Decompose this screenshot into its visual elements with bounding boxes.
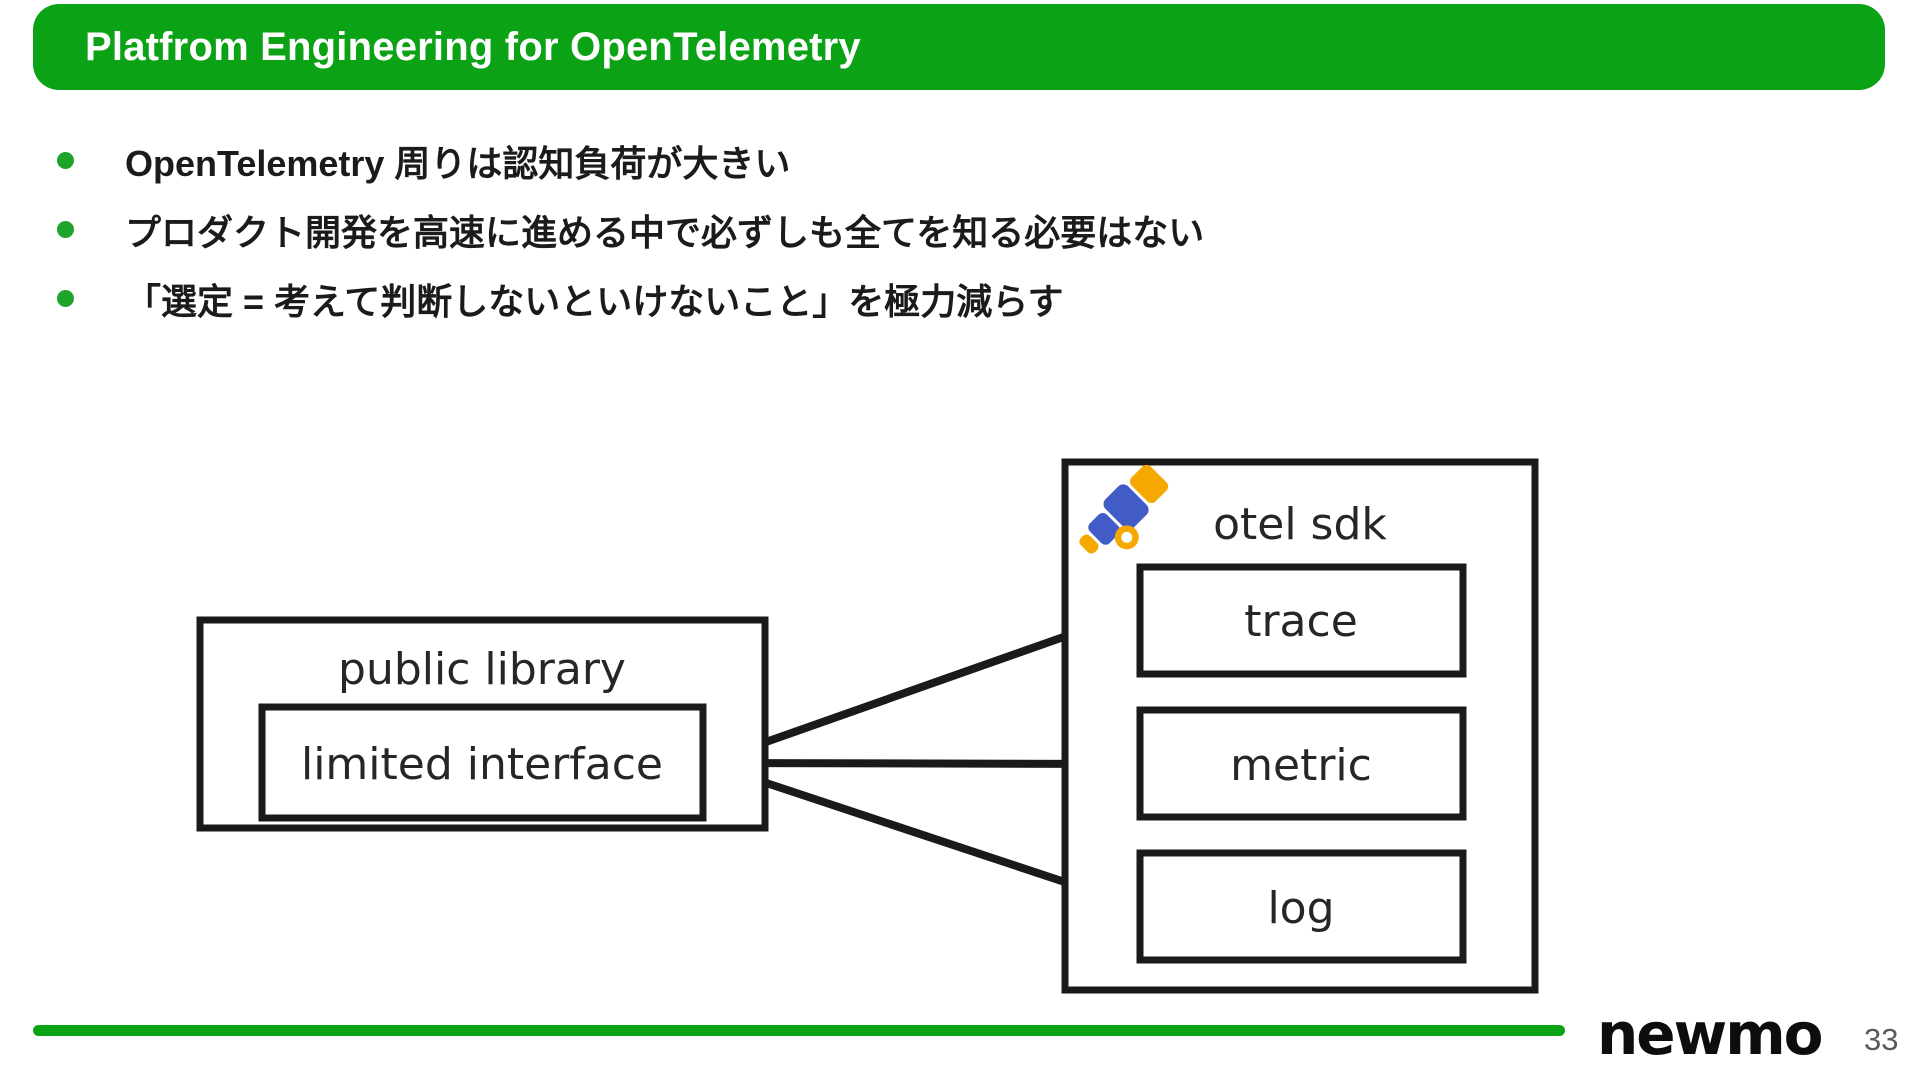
footer-accent-line: [33, 1025, 1565, 1036]
log-label: log: [1267, 883, 1334, 934]
log-box: [1136, 849, 1467, 964]
bullet-dot-icon: [57, 290, 74, 307]
bullet-item: OpenTelemetry 周りは認知負荷が大きい: [57, 126, 1557, 195]
public-library-label: public library: [338, 644, 626, 695]
slide-title: Platfrom Engineering for OpenTelemetry: [85, 24, 861, 69]
otel-sdk-label: otel sdk: [1213, 499, 1387, 550]
opentelemetry-logo-icon: [1079, 464, 1169, 554]
bullet-list: OpenTelemetry 周りは認知負荷が大きい プロダクト開発を高速に進める…: [57, 126, 1557, 333]
bullet-dot-icon: [57, 152, 74, 169]
metric-label: metric: [1230, 740, 1372, 791]
metric-box: [1136, 706, 1467, 821]
newmo-logo: newmo: [1597, 1000, 1823, 1068]
bullet-dot-icon: [57, 221, 74, 238]
bullet-text: OpenTelemetry 周りは認知負荷が大きい: [125, 142, 791, 184]
bullet-text: プロダクト開発を高速に進める中で必ずしも全てを知る必要はない: [125, 211, 1205, 253]
trace-label: trace: [1244, 596, 1358, 647]
trace-box: [1136, 563, 1467, 678]
page-number: 33: [1864, 1022, 1899, 1057]
otel-sdk-box: otel sdk trace metric log: [1061, 458, 1539, 994]
bullet-text: 「選定 = 考えて判断しないといけないこと」を極力減らす: [125, 280, 1064, 322]
bullet-item: 「選定 = 考えて判断しないといけないこと」を極力減らす: [57, 264, 1557, 333]
limited-interface-box: [258, 703, 707, 822]
header-bar: Platfrom Engineering for OpenTelemetry: [33, 4, 1885, 90]
public-library-box: public library limited interface: [196, 616, 769, 832]
bullet-item: プロダクト開発を高速に進める中で必ずしも全てを知る必要はない: [57, 195, 1557, 264]
limited-interface-label: limited interface: [301, 739, 663, 790]
